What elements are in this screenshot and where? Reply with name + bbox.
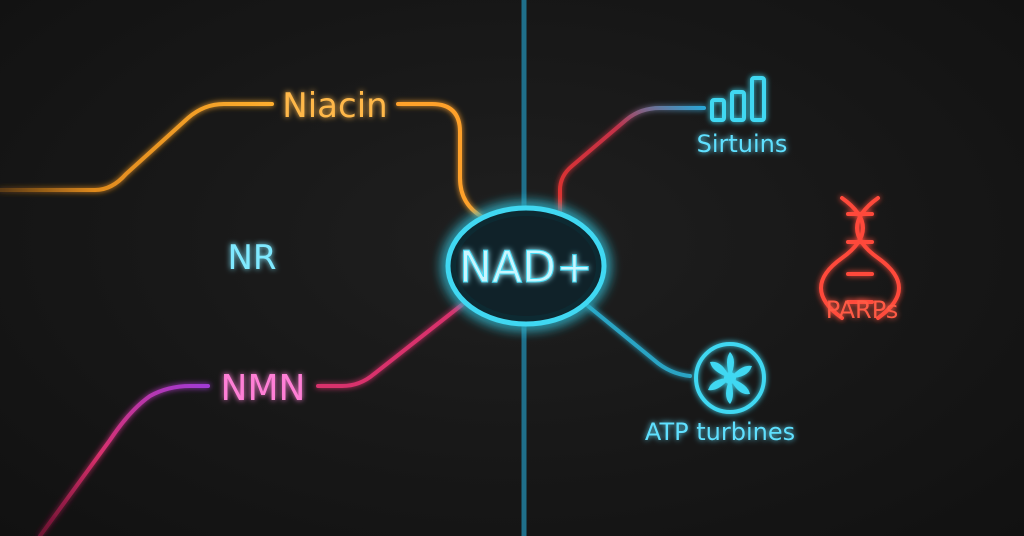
atp-turbines-label: ATP turbines [645, 418, 795, 446]
atp-connector [586, 304, 692, 378]
niacin-connector [0, 102, 486, 220]
turbine-icon [694, 342, 766, 414]
sirtuins-connector [558, 106, 706, 214]
bar-chart-icon [710, 76, 766, 122]
sirtuins-label: Sirtuins [697, 130, 788, 158]
nmn-label: NMN [221, 368, 306, 409]
niacin-label: Niacin [282, 86, 387, 126]
nmn-connector [38, 298, 470, 536]
dna-helix-icon [819, 196, 901, 320]
nr-label: NR [227, 238, 276, 278]
nad-plus-label: NAD+ [459, 242, 593, 293]
nad-plus-node[interactable]: NAD+ [445, 205, 607, 327]
parps-label: PARPs [826, 296, 899, 324]
